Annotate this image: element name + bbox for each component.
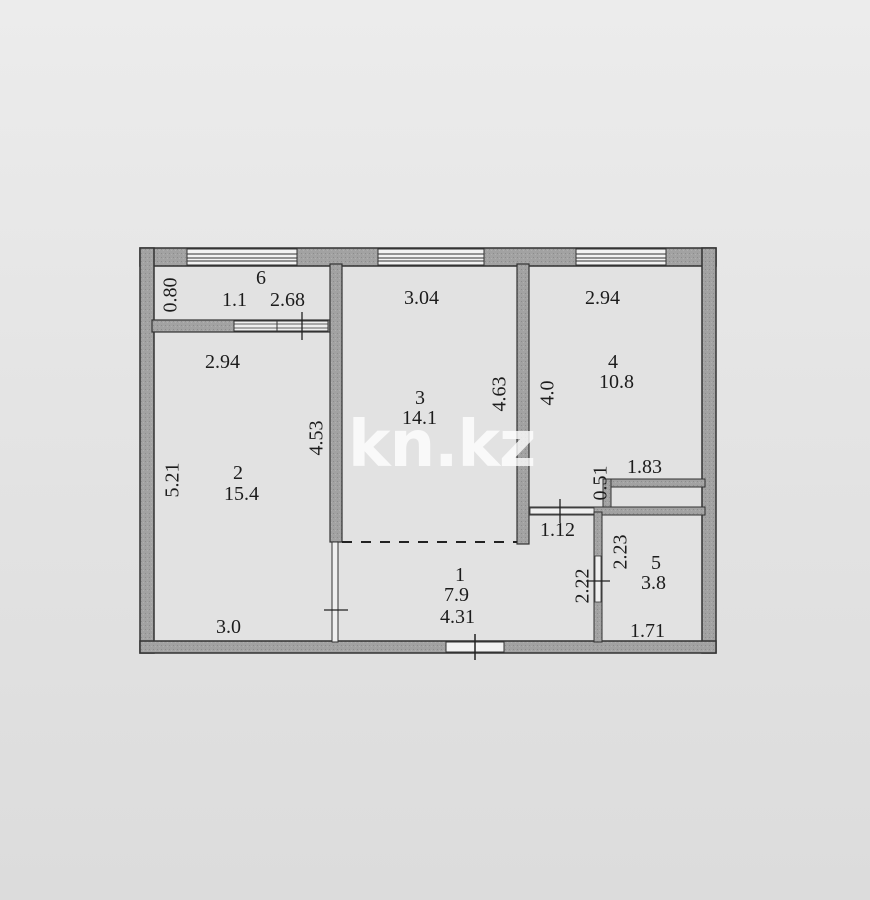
dim-room2-right: 4.53 [305, 420, 328, 456]
dim-niche-height: 0.51 [589, 465, 612, 501]
wall-above-bathroom [528, 499, 706, 523]
room6-number: 6 [256, 267, 266, 289]
room5-number: 5 [651, 552, 661, 574]
dim-room1-right: 2.22 [571, 568, 594, 604]
dim-room1-bottom: 4.31 [440, 606, 475, 628]
dim-room4-top: 2.94 [585, 287, 620, 309]
dim-room6-width: 2.68 [270, 289, 305, 311]
room5-area: 3.8 [641, 572, 666, 594]
dim-room1-partial: 1.12 [540, 519, 575, 541]
window-top-2 [377, 248, 485, 266]
outer-wall-bottom [139, 640, 717, 654]
dim-room3-right: 4.63 [488, 376, 511, 412]
wall-room3-room4 [516, 263, 530, 545]
wall-bathroom-left [586, 511, 610, 643]
dim-room2-bottom: 3.0 [216, 616, 241, 638]
room2-area: 15.4 [224, 483, 259, 505]
room3-area: 14.1 [402, 407, 437, 429]
outer-wall-left [139, 247, 155, 654]
room1-number: 1 [455, 564, 465, 586]
room2-number: 2 [233, 462, 243, 484]
window-top-1 [186, 248, 298, 266]
dim-room2-left: 5.21 [161, 462, 184, 498]
wall-room2-room3 [324, 263, 348, 643]
watermark-logo: kn.kz [348, 408, 536, 482]
entrance-door [445, 634, 505, 660]
dim-niche-width: 1.83 [627, 456, 662, 478]
dim-room4-left: 4.0 [536, 380, 559, 406]
outer-wall-right [701, 247, 717, 654]
room1-area: 7.9 [444, 584, 469, 606]
room6-area: 1.1 [222, 289, 247, 311]
window-top-3 [575, 248, 667, 266]
room3-number: 3 [415, 387, 425, 409]
room4-number: 4 [608, 351, 618, 373]
dim-room2-top: 2.94 [205, 351, 240, 373]
dim-room5-bottom: 1.71 [630, 620, 665, 642]
dim-room6-height: 0.80 [159, 277, 182, 313]
dim-room5-left: 2.23 [609, 534, 632, 570]
room4-area: 10.8 [599, 371, 634, 393]
dim-room3-top: 3.04 [404, 287, 439, 309]
